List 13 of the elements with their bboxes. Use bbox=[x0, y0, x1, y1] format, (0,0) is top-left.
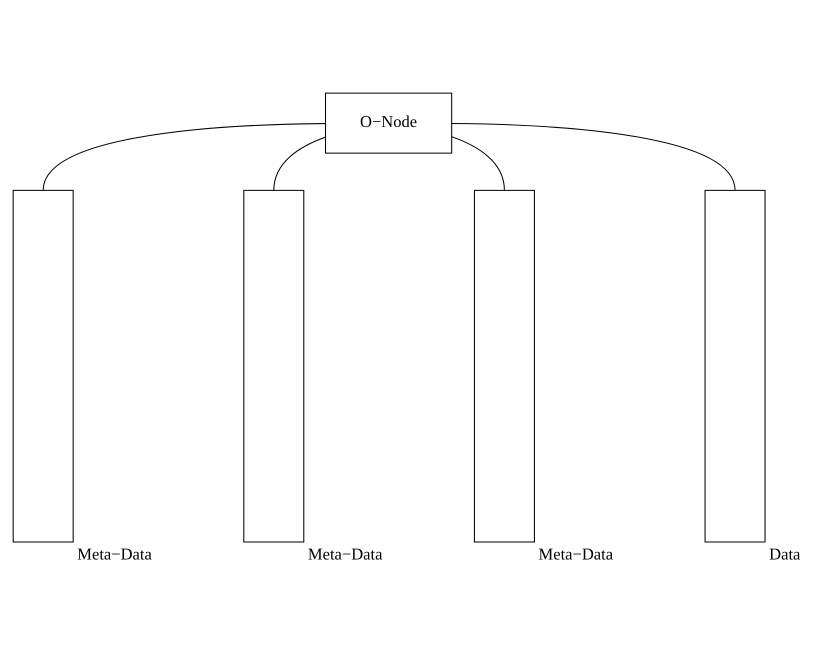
node-label: Meta−Data bbox=[538, 544, 614, 564]
node-bar bbox=[12, 190, 74, 542]
node-bar bbox=[474, 190, 535, 542]
node-bar bbox=[243, 190, 304, 542]
connector bbox=[42, 123, 326, 190]
connector bbox=[273, 136, 326, 190]
node-bar bbox=[704, 190, 766, 542]
connector bbox=[452, 123, 736, 190]
node-label: Data bbox=[769, 544, 800, 564]
connector bbox=[452, 136, 505, 190]
node-label: Meta−Data bbox=[308, 544, 382, 564]
node-label: Meta−Data bbox=[77, 544, 152, 564]
node-box: O−Node bbox=[324, 92, 452, 154]
